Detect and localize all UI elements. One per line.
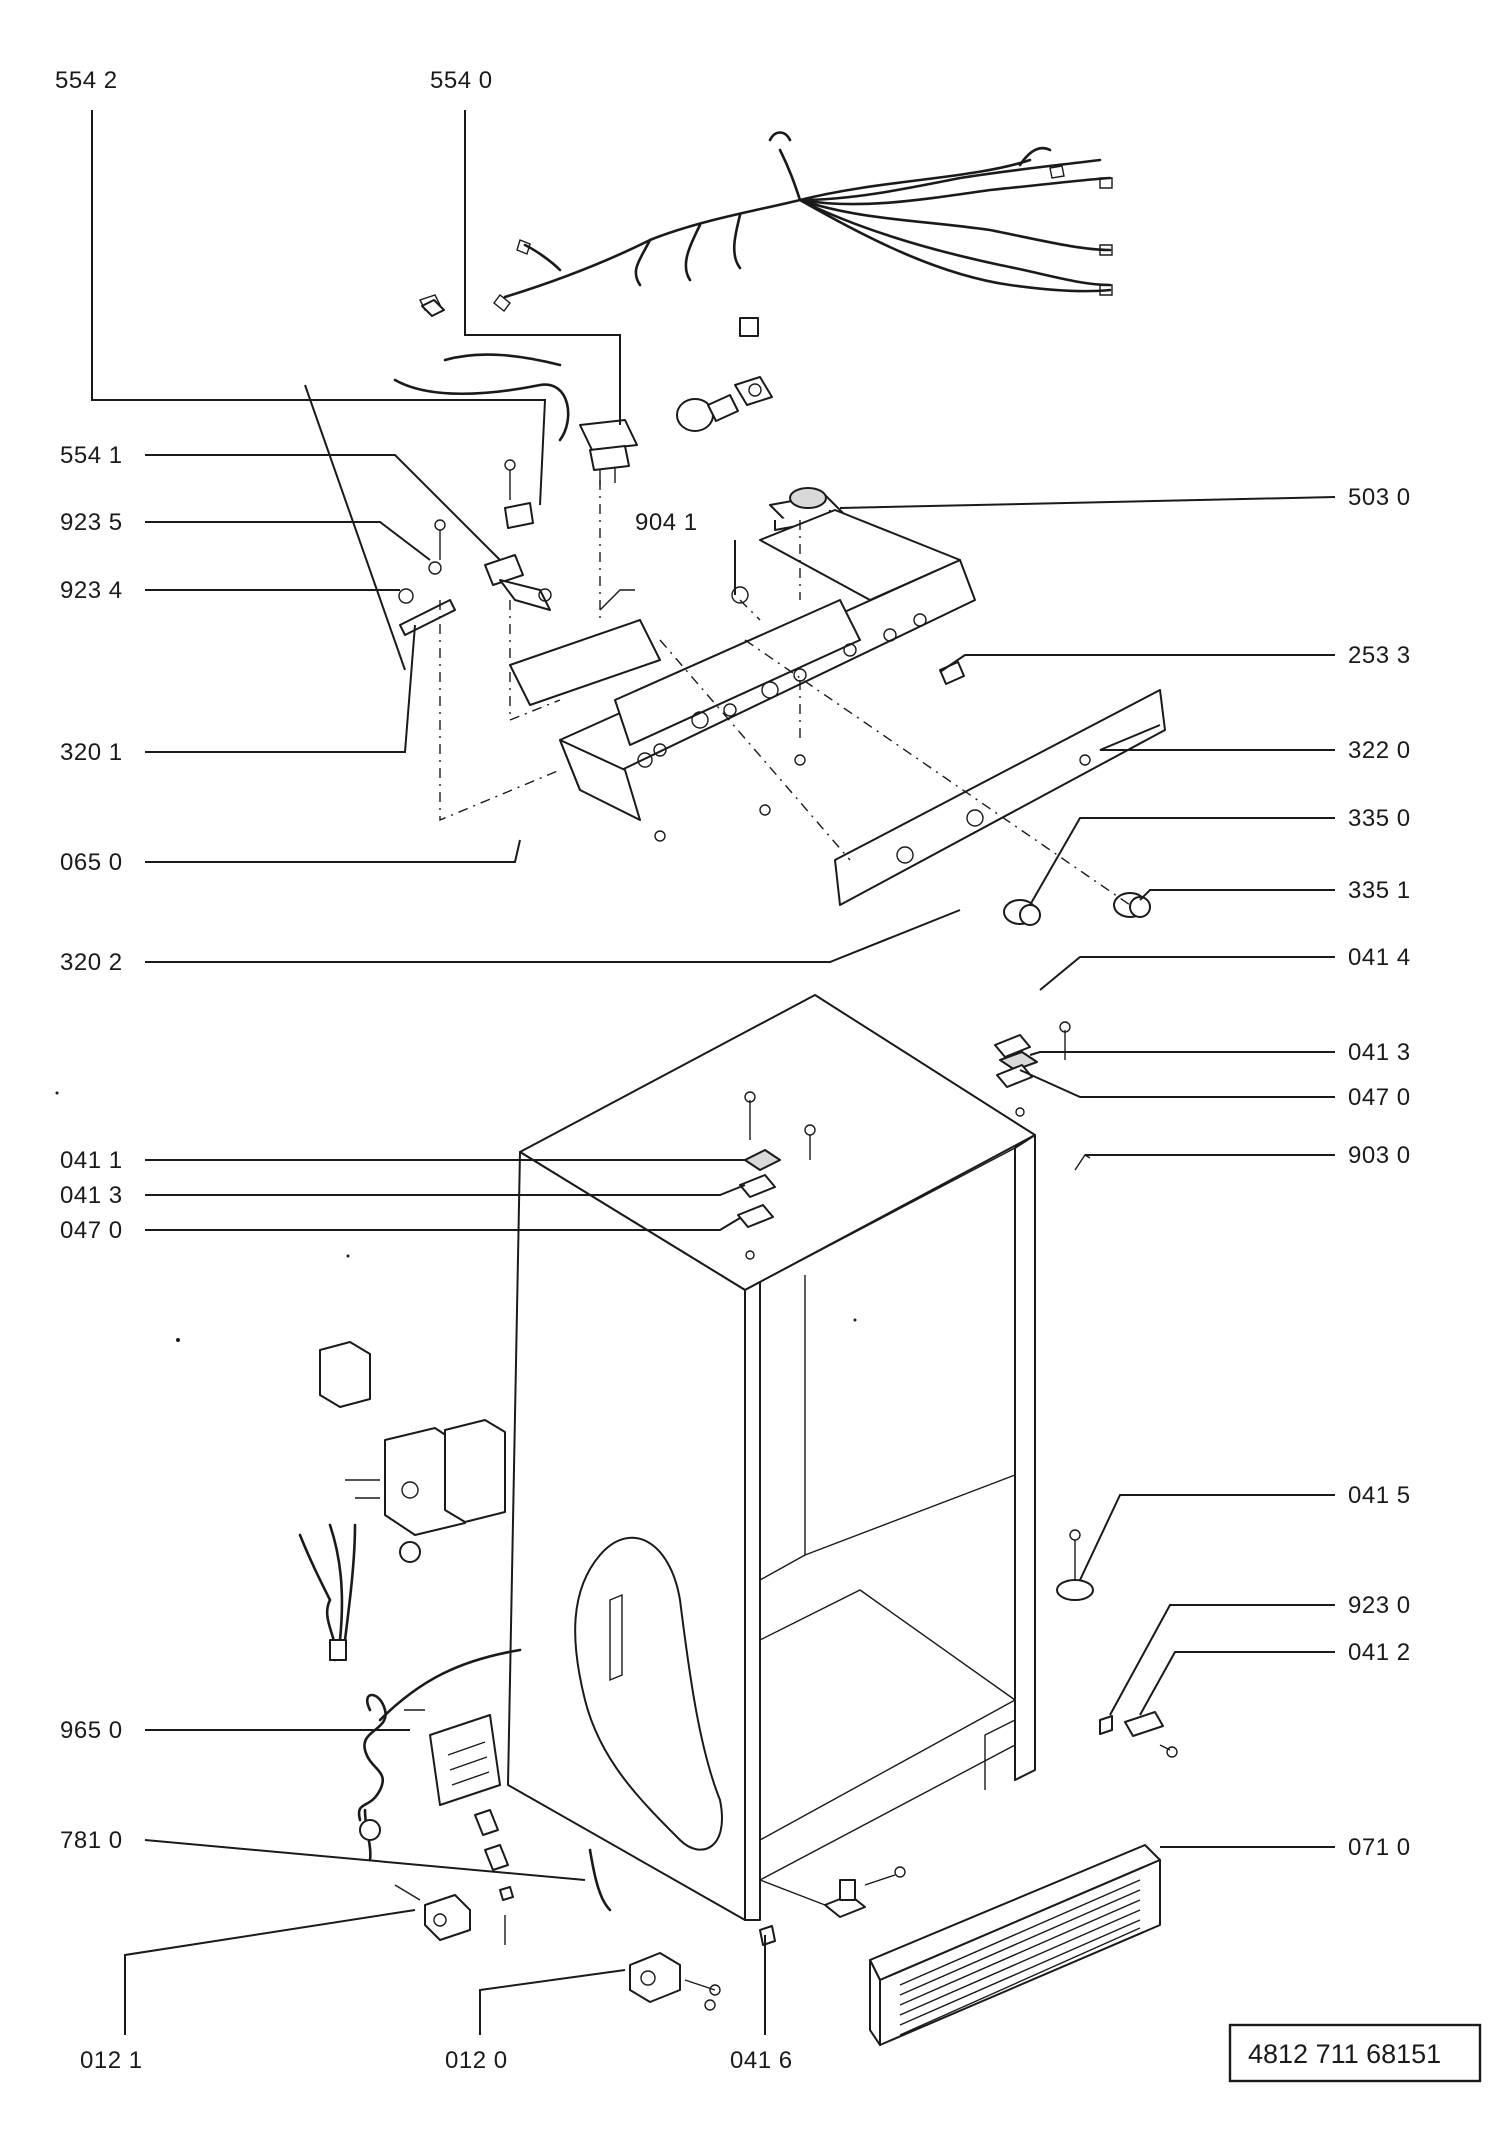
clip-icon <box>504 502 534 529</box>
label-554-1: 554 1 <box>60 442 123 469</box>
bracket-icon <box>474 1809 499 1836</box>
foot-icon <box>394 1884 721 2011</box>
label-335-0: 335 0 <box>1348 805 1411 832</box>
cabinet-icon <box>507 994 1036 1921</box>
hinge-icon <box>304 384 456 671</box>
label-903-0: 903 0 <box>1348 1142 1411 1169</box>
power-cord-icon <box>357 1648 522 1862</box>
label-923-4: 923 4 <box>60 577 123 604</box>
hinge-icon <box>1056 1529 1178 1758</box>
label-781-0: 781 0 <box>60 1827 123 1854</box>
terminal-icon <box>739 317 759 337</box>
bracket-icon <box>484 554 552 611</box>
fascia-strip-icon <box>834 689 1166 906</box>
label-965-0: 965 0 <box>60 1717 123 1744</box>
label-047-0-left: 047 0 <box>60 1217 123 1244</box>
label-012-0: 012 0 <box>445 2047 508 2074</box>
label-554-2: 554 2 <box>55 67 118 94</box>
label-503-0: 503 0 <box>1348 484 1411 511</box>
part-labels: 554 2 554 0 554 1 923 5 923 4 320 1 065 … <box>55 67 1411 2074</box>
label-554-0: 554 0 <box>430 67 493 94</box>
document-number-box: 4812 711 68151 <box>1228 2023 1482 2083</box>
label-041-2: 041 2 <box>1348 1639 1411 1666</box>
hinge-icon <box>737 1021 1091 1260</box>
label-923-5: 923 5 <box>60 509 123 536</box>
wiring-harness-icon <box>419 131 1113 312</box>
label-065-0: 065 0 <box>60 849 123 876</box>
knob-icon <box>1003 892 1151 926</box>
control-panel-icon <box>509 509 976 821</box>
document-number: 4812 711 68151 <box>1248 2039 1441 2069</box>
label-923-0: 923 0 <box>1348 1592 1411 1619</box>
label-320-2: 320 2 <box>60 949 123 976</box>
label-320-1: 320 1 <box>60 739 123 766</box>
door-switch-icon <box>393 353 638 485</box>
label-041-6: 041 6 <box>730 2047 793 2074</box>
label-071-0: 071 0 <box>1348 1834 1411 1861</box>
label-041-3-left: 041 3 <box>60 1182 123 1209</box>
compressor-relay-icon <box>319 1341 506 1563</box>
label-041-3-right: 041 3 <box>1348 1039 1411 1066</box>
label-904-1: 904 1 <box>635 509 698 536</box>
label-047-0-right: 047 0 <box>1348 1084 1411 1111</box>
label-253-3: 253 3 <box>1348 642 1411 669</box>
ventilation-grille-icon <box>869 1844 1161 2046</box>
lamp-icon <box>676 376 773 432</box>
label-012-1: 012 1 <box>80 2047 143 2074</box>
leader-lines <box>91 110 1336 2035</box>
label-322-0: 322 0 <box>1348 737 1411 764</box>
label-041-4: 041 4 <box>1348 944 1411 971</box>
label-335-1: 335 1 <box>1348 877 1411 904</box>
label-041-5: 041 5 <box>1348 1482 1411 1509</box>
clip-icon <box>421 299 445 317</box>
label-041-1: 041 1 <box>60 1147 123 1174</box>
